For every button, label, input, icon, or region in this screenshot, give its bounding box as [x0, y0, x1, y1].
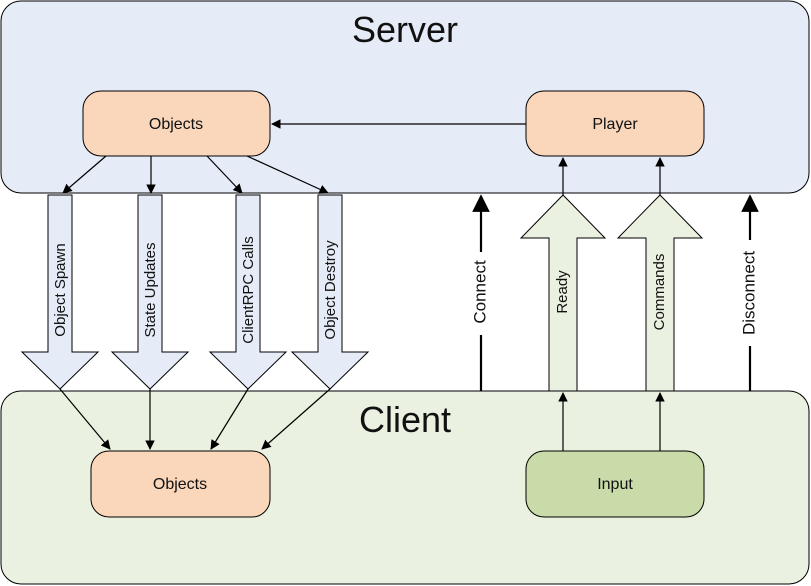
fanin-arrow-spawn — [59, 388, 111, 450]
state-updates-label: State Updates — [142, 242, 159, 337]
connect-label: Connect — [470, 260, 489, 324]
player-label: Player — [592, 116, 638, 133]
client-objects-label: Objects — [153, 476, 207, 493]
fanout-arrow-destroy — [246, 155, 329, 194]
object-spawn-label: Object Spawn — [52, 243, 69, 336]
client-objects-node — [90, 450, 271, 518]
object-spawn-block-arrow — [20, 194, 100, 390]
clientrpc-calls-block-arrow — [208, 194, 288, 390]
input-node — [525, 450, 705, 518]
state-updates-block-arrow — [110, 194, 190, 390]
server-objects-node — [82, 90, 271, 157]
ready-label: Ready — [554, 270, 571, 314]
fanout-arrow-spawn — [62, 155, 107, 194]
ready-block-arrow — [519, 194, 607, 392]
disconnect-label: Disconnect — [739, 251, 758, 335]
commands-block-arrow — [616, 194, 704, 392]
clientrpc-calls-label: ClientRPC Calls — [240, 236, 257, 344]
object-destroy-label: Object Destroy — [322, 240, 339, 340]
fanout-arrow-rpc — [206, 155, 243, 194]
server-objects-label: Objects — [149, 116, 203, 133]
object-destroy-block-arrow — [290, 194, 370, 390]
input-label: Input — [597, 476, 633, 493]
fanin-arrow-destroy — [261, 388, 331, 450]
commands-label: Commands — [651, 254, 668, 331]
server-title: Server — [352, 9, 458, 50]
client-region — [0, 390, 810, 585]
client-title: Client — [359, 399, 451, 440]
fanin-arrow-rpc — [210, 388, 249, 450]
